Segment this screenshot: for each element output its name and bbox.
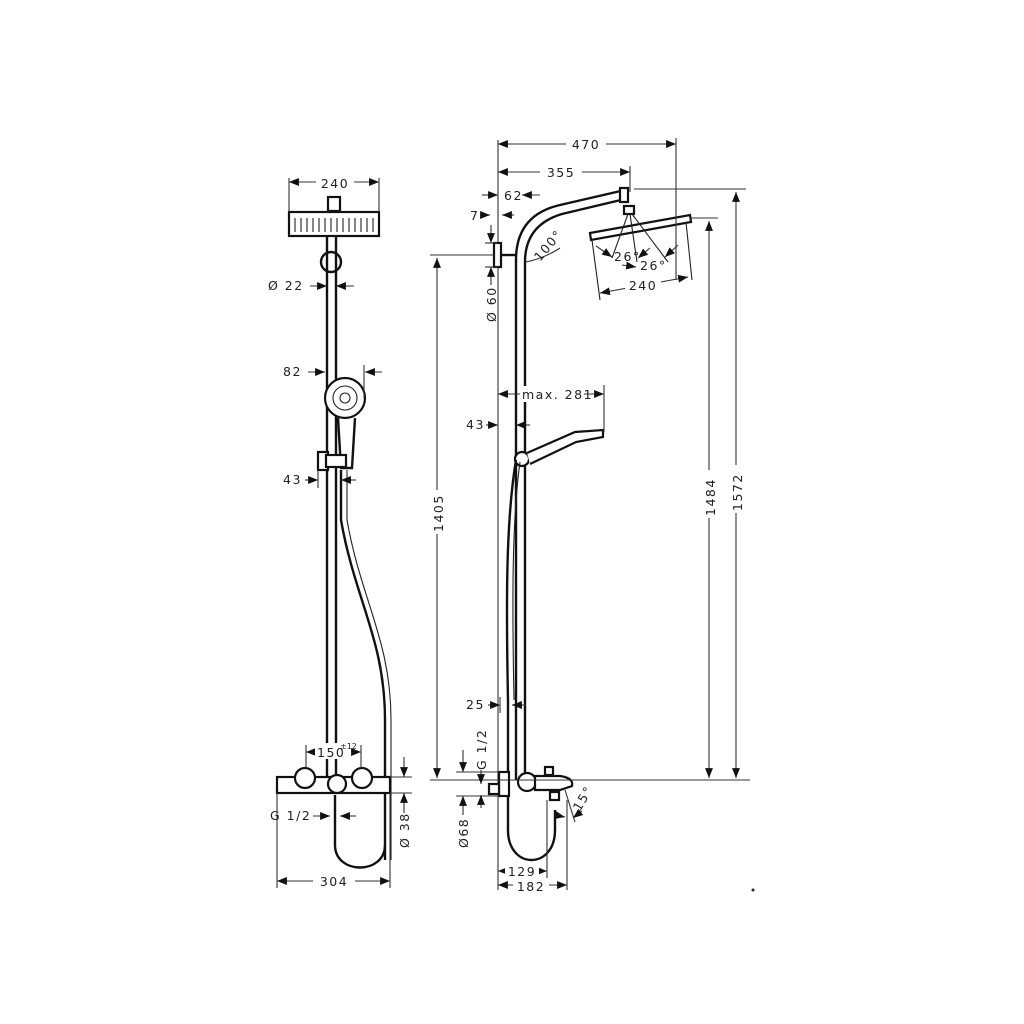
dim-escutcheon-diameter: Ø68	[456, 818, 471, 848]
dim-head-width: 240	[629, 278, 657, 293]
dim-spout-depth-2: 182	[517, 879, 545, 894]
dim-total-projection: 470	[572, 137, 600, 152]
dim-spray-angle-2: 26°	[640, 258, 667, 273]
hand-shower-icon	[513, 428, 605, 468]
dim-spray-angle-1: 26°	[614, 249, 641, 264]
wall-bracket-icon	[319, 250, 343, 274]
dim-arm-projection: 355	[547, 165, 575, 180]
dim-spout-depth-1: 129	[508, 864, 536, 879]
thermostat-mixer-icon	[275, 766, 392, 869]
dim-connection-tolerance: ±12	[340, 742, 357, 751]
dim-handshower-reach: max. 281	[522, 387, 593, 402]
dim-holder-offset: 43	[283, 472, 302, 487]
dim-connection-spacing: 150	[317, 745, 345, 760]
dim-riser-offset: 25	[466, 697, 485, 712]
bath-mixer-icon	[487, 765, 574, 802]
dim-bracket-diameter: Ø 60	[484, 286, 499, 322]
stray-dot	[751, 888, 755, 892]
front-view: 240 Ø 22 82 43 150 ±12 G 1/2 Ø 38 304	[268, 174, 412, 889]
dim-riser-diameter: Ø 22	[268, 278, 304, 293]
dim-total-height: 1572	[730, 473, 745, 511]
dim-inlet-thread: G 1/2	[270, 808, 311, 823]
dim-side-holder-offset: 43	[466, 417, 485, 432]
dim-bracket-depth: 7	[470, 208, 479, 223]
overhead-shower-icon	[588, 213, 693, 242]
dim-mixer-width: 304	[320, 874, 348, 889]
dim-bracket-height: 1405	[431, 494, 446, 532]
dim-handshower-diameter: 82	[283, 364, 302, 379]
wall-bracket-icon	[492, 241, 503, 269]
dim-head-height: 1484	[703, 478, 718, 516]
side-view: 470 355 62 7 100° 26° 26° 240	[429, 136, 750, 894]
overhead-shower-icon	[287, 195, 381, 238]
dim-overhead-width: 240	[321, 176, 349, 191]
dim-side-inlet-thread: G 1/2	[474, 729, 489, 770]
dim-wall-offset: 62	[504, 188, 523, 203]
dim-arm-angle: 100°	[531, 227, 566, 264]
dim-spout-angle: 15°	[570, 783, 596, 814]
dim-mixer-diameter: Ø 38	[397, 812, 412, 848]
hand-shower-icon	[316, 376, 367, 472]
